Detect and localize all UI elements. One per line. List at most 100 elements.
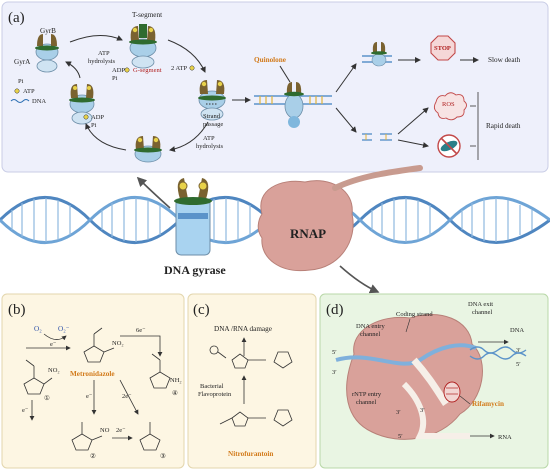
ros-cloud [433, 92, 467, 121]
gyrase-state-3 [198, 80, 226, 121]
label-gyrb: GyrB [40, 27, 56, 35]
label-atp-hydrolysis-1a: ATP [98, 50, 110, 57]
label-n1: ① [44, 394, 50, 402]
panel-a-background [1, 1, 549, 173]
atp-dot-2 [189, 65, 195, 71]
label-dna-entry-1: DNA entry [356, 323, 385, 330]
label-t-segment: T-segment [132, 11, 162, 19]
panel-d-letter: (d) [326, 302, 344, 318]
label-atp-left: ATP [23, 88, 35, 95]
atp-dot-3 [83, 114, 89, 120]
panel-b-letter: (b) [8, 302, 26, 318]
panel-b: (b) O₂ O₂⁻ e⁻ 6e⁻ NO₂ Metronidazole NO₂ … [1, 293, 185, 469]
middle-band: DNA gyrase RNAP [0, 165, 550, 294]
label-strand-1: Strand [203, 113, 221, 120]
panel-a: (a) [1, 1, 549, 173]
rnap-icon [257, 165, 423, 272]
label-two-e-b: 2e⁻ [116, 427, 126, 434]
label-rifamycin: Rifamycin [472, 400, 504, 408]
atp-dot-1 [124, 67, 130, 73]
label-rnap: RNAP [290, 226, 326, 241]
gyrase-cycle: GyrB GyrA T-segment ATP hydrolysis ADP P… [10, 11, 251, 163]
label-damage: DNA /RNA damage [214, 325, 272, 333]
structure-2 [71, 422, 103, 451]
label-pi-left: Pi [18, 78, 24, 85]
label-pi-2: Pi [91, 122, 97, 129]
label-2atp: 2 ATP [171, 65, 187, 72]
label-quinolone: Quinolone [254, 56, 286, 64]
label-e1: e⁻ [50, 341, 57, 348]
arrow-to-slow [335, 63, 357, 93]
quinolone-gyrase [284, 82, 304, 128]
label-slow-death: Slow death [488, 56, 521, 64]
atp-dot-left [14, 88, 20, 94]
gyrase-state-1 [35, 34, 59, 73]
gyrase-state-5 [69, 84, 95, 125]
label-nh2: NH₂ [170, 377, 182, 384]
label-flavoprotein: Flavoprotein [198, 391, 232, 398]
label-two-e-a: 2e⁻ [122, 393, 132, 400]
label-o2-radical: O₂⁻ [58, 325, 70, 333]
label-dna-left: DNA [32, 98, 46, 105]
rapid-branch: ROS Rapid death [362, 92, 521, 160]
label-e2: e⁻ [86, 393, 93, 400]
label-p5b: 5′ [516, 361, 521, 368]
gyrase-state-2 [129, 24, 157, 69]
label-atp-hydrolysis-2a: ATP [203, 135, 215, 142]
label-six-e: 6e⁻ [136, 327, 146, 334]
label-dna-gyrase: DNA gyrase [164, 263, 226, 277]
label-atp-hydrolysis-1b: hydrolysis [88, 58, 116, 65]
label-p5a: 5′ [332, 349, 337, 356]
label-p3a: 3′ [332, 369, 337, 376]
panel-c-letter: (c) [193, 302, 210, 318]
quinolone-inhibit-line [279, 65, 291, 83]
cycle-arrow-2 [167, 39, 206, 73]
label-ntp-1: rNTP entry [352, 391, 382, 398]
label-coding-strand: Coding strand [396, 311, 433, 318]
panel-c: (c) DNA /RNA damage Bacterial Flavoprote… [187, 293, 317, 469]
label-p3c: 3′ [396, 409, 401, 416]
panel-d: (d) Coding strand DNA exit channel DNA D… [319, 293, 549, 469]
label-g-segment: G-segment [133, 67, 162, 74]
label-n4: ④ [172, 389, 178, 397]
rifamycin-icon [443, 381, 461, 403]
label-pi-1: Pi [112, 75, 118, 82]
quinolone-section: Quinolone [254, 35, 521, 160]
ros-text: ROS [442, 101, 455, 108]
metronidazole-structure [83, 327, 115, 363]
structure-3 [139, 422, 161, 451]
label-nitrofurantoin: Nitrofurantoin [228, 450, 273, 458]
arrow-rnap-to-d [339, 265, 380, 294]
label-p3d: 3′ [420, 407, 425, 414]
label-rapid-death: Rapid death [486, 122, 521, 130]
dna-squiggle-left [10, 99, 30, 103]
dead-bacterium-icon [437, 134, 461, 158]
label-adp-2: ADP [91, 114, 104, 121]
label-e3: e⁻ [22, 407, 29, 414]
label-atp-hydrolysis-2b: hydrolysis [196, 143, 224, 150]
gyrase-state-4 [134, 136, 162, 163]
label-p3b: 3′ [516, 347, 521, 354]
label-gyra: GyrA [14, 58, 31, 66]
label-no2-1: NO₂ [48, 367, 60, 374]
cycle-arrow-4 [85, 123, 127, 151]
panel-b-background [1, 293, 185, 469]
label-no: NO [100, 427, 110, 434]
label-rna: RNA [498, 434, 512, 441]
arrow-gyrase-to-a [136, 176, 171, 209]
cycle-arrow-5 [65, 61, 81, 79]
stop-sign [430, 35, 456, 61]
label-o2: O₂ [34, 325, 42, 333]
label-dna-exit-1: DNA exit [468, 301, 493, 308]
label-n2: ② [90, 452, 96, 460]
dna-rungs [259, 96, 323, 104]
structure-4 [149, 353, 171, 389]
cycle-arrow-3 [169, 121, 209, 152]
label-n3: ③ [160, 452, 166, 460]
cycle-arrow-1 [69, 35, 123, 43]
stop-text: STOP [434, 45, 451, 52]
structure-1 [23, 359, 53, 395]
panel-c-background [187, 293, 317, 469]
